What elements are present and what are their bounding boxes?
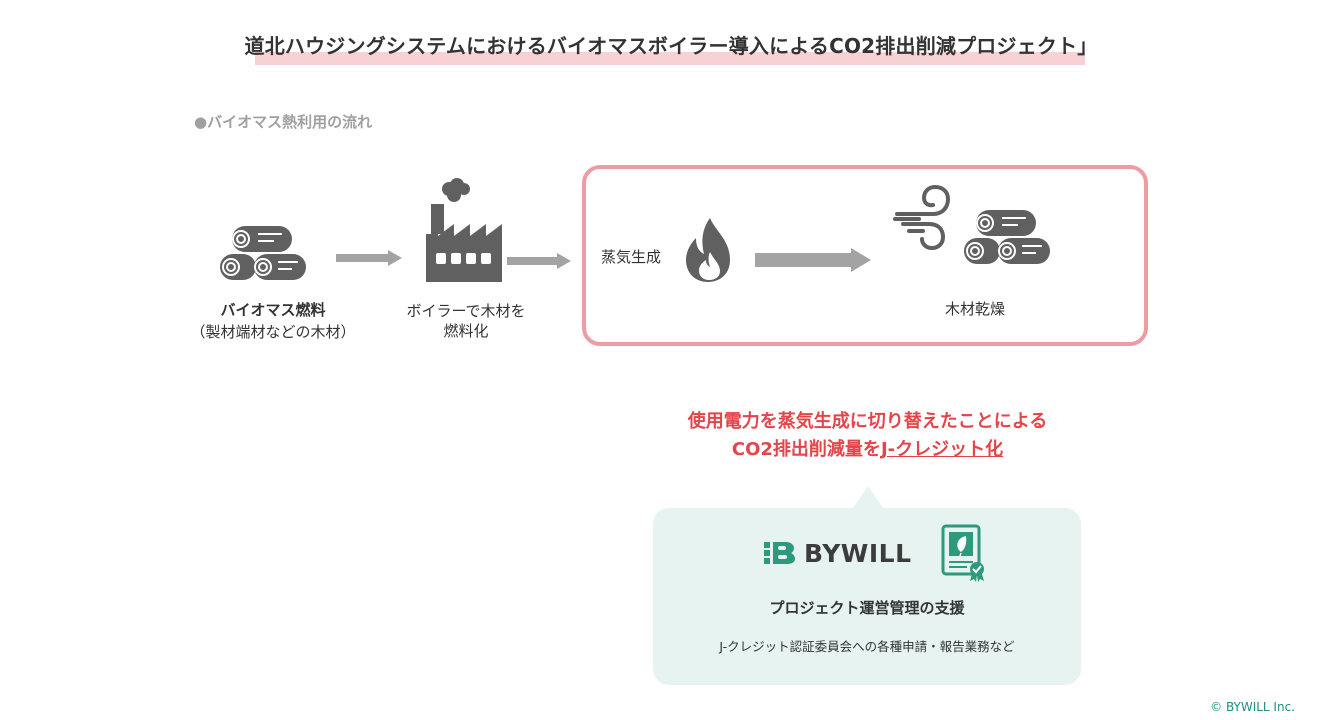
credit-message: 使用電力を蒸気生成に切り替えたことによる CO2排出削減量をJ-クレジット化 xyxy=(560,408,1175,464)
factory-icon xyxy=(426,178,502,282)
bywill-logo-icon xyxy=(764,542,795,564)
drying-label: 木材乾燥 xyxy=(944,300,1005,318)
fuel-label: バイオマス燃料 （製材端材などの木材） xyxy=(178,299,368,343)
fuel-label-line2: （製材端材などの木材） xyxy=(190,323,356,341)
wind-icon xyxy=(893,184,951,251)
bywill-brand: BYWILL xyxy=(764,536,912,570)
flame-icon xyxy=(686,218,730,282)
arrow-3 xyxy=(755,248,871,272)
credit-message-line2: CO2排出削減量をJ-クレジット化 xyxy=(560,436,1175,464)
support-subtitle: J-クレジット認証委員会への各種申請・報告業務など xyxy=(719,639,1015,654)
logs-icon-drying xyxy=(964,210,1050,264)
boiler-label-line1: ボイラーで木材を xyxy=(406,302,526,320)
brand-name: BYWILL xyxy=(804,538,912,568)
support-box-pointer xyxy=(853,486,883,508)
certificate-icon xyxy=(941,524,984,582)
title-underline xyxy=(255,52,1085,65)
page-title: 道北ハウジングシステムにおけるバイオマスボイラー導入によるCO2排出削減プロジェ… xyxy=(244,34,1098,58)
credit-message-line1: 使用電力を蒸気生成に切り替えたことによる xyxy=(687,411,1048,432)
copyright: © BYWILL Inc. xyxy=(1210,700,1295,714)
support-box xyxy=(653,508,1081,685)
steam-process-box xyxy=(582,165,1148,346)
logs-icon xyxy=(220,226,306,280)
boiler-label-line2: 燃料化 xyxy=(443,322,489,340)
arrow-2 xyxy=(507,253,571,269)
section-label: ●バイオマス熱利用の流れ xyxy=(194,113,373,131)
arrow-1 xyxy=(336,250,402,266)
fuel-label-line1: バイオマス燃料 xyxy=(220,301,326,319)
title-container: 道北ハウジングシステムにおけるバイオマスボイラー導入によるCO2排出削減プロジェ… xyxy=(0,30,1342,59)
boiler-label: ボイラーで木材を 燃料化 xyxy=(396,301,536,341)
credit-message-underlined: J-クレジット化 xyxy=(880,439,1004,460)
support-title: プロジェクト運営管理の支援 xyxy=(769,599,965,617)
credit-message-prefix: CO2排出削減量を xyxy=(731,439,881,460)
steam-label: 蒸気生成 xyxy=(601,248,662,266)
